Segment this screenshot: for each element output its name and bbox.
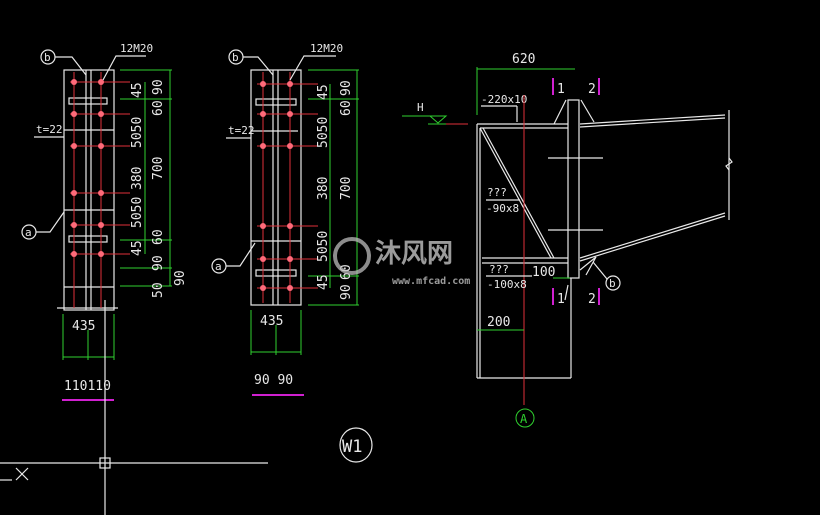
stiffener-label: -90x8 bbox=[486, 202, 519, 215]
dim-text: 45 bbox=[130, 240, 145, 256]
dim-text: 380 bbox=[130, 167, 145, 190]
flange-stiffener bbox=[68, 97, 108, 105]
plate-thickness: t=22 bbox=[228, 124, 255, 137]
callout-b: b bbox=[232, 51, 239, 64]
callout-a: a bbox=[25, 226, 32, 239]
callout-b-circle bbox=[605, 275, 621, 291]
bottom-label: 90 90 bbox=[254, 373, 293, 388]
crosshair-cursor bbox=[0, 300, 268, 515]
section-1-bottom: 1 bbox=[557, 292, 565, 307]
dim-text: 700 bbox=[151, 157, 166, 180]
dim-100: 100 bbox=[532, 265, 555, 280]
width-dims: 435 bbox=[72, 319, 95, 334]
dim-text: 90 bbox=[339, 284, 354, 300]
axis-bubble bbox=[515, 408, 535, 428]
callout-b: b bbox=[44, 51, 51, 64]
flange-stiffener bbox=[68, 235, 108, 243]
top-plate-label: -220x10 bbox=[481, 93, 527, 106]
top-dimension: 620 bbox=[512, 52, 535, 67]
middle-plate-detail: b 12M20 t=22 a 45 5050 380 5050 45 90 60… bbox=[211, 42, 359, 396]
dim-text: 5050 bbox=[316, 117, 331, 148]
width-dims: 435 bbox=[260, 314, 283, 329]
section-marks: 1 2 1 2 bbox=[552, 78, 600, 307]
dim-text: 45 bbox=[130, 82, 145, 98]
watermark-logo: 沐风网 www.mfcad.com bbox=[333, 237, 470, 287]
dim-text: 90 bbox=[151, 255, 166, 271]
dim-text: 90 bbox=[339, 80, 354, 96]
bolt-rows bbox=[257, 81, 318, 291]
dim-text: 45 bbox=[316, 84, 331, 100]
section-1-top: 1 bbox=[557, 82, 565, 97]
bottom-label: 110110 bbox=[64, 379, 111, 394]
dim-text: 45 bbox=[316, 274, 331, 290]
dim-text: 60 bbox=[151, 229, 166, 245]
dim-text: 60 bbox=[151, 100, 166, 116]
dim-text: 90 bbox=[151, 79, 166, 95]
dim-text: 5050 bbox=[130, 197, 145, 228]
stiffener-q: ??? bbox=[487, 186, 507, 199]
drawing-label-circle bbox=[339, 427, 373, 463]
watermark-url: www.mfcad.com bbox=[392, 276, 470, 287]
bolt-spec: 12M20 bbox=[120, 42, 153, 55]
vertical-dimensions: 45 5050 380 5050 45 90 50 90 60 700 60 9… bbox=[120, 69, 188, 298]
dim-text: 50 bbox=[151, 282, 166, 298]
bottom-plate-q: ??? bbox=[489, 263, 509, 276]
dim-200: 200 bbox=[487, 315, 510, 330]
dim-text: 5050 bbox=[130, 117, 145, 148]
end-plate-section bbox=[567, 99, 580, 279]
end-plate bbox=[250, 69, 302, 306]
dim-text: 380 bbox=[316, 177, 331, 200]
section-2-top: 2 bbox=[588, 82, 596, 97]
end-plate bbox=[63, 69, 115, 311]
dim-text: 90 bbox=[173, 270, 188, 286]
connection-elevation: 620 H -220x10 A ??? -90x8 ??? -100x8 100… bbox=[402, 52, 733, 428]
bolt-spec: 12M20 bbox=[310, 42, 343, 55]
flange-stiffener bbox=[255, 269, 297, 277]
dim-text: 5050 bbox=[316, 231, 331, 262]
callout-a: a bbox=[215, 260, 222, 273]
bolt-rows bbox=[70, 79, 130, 257]
section-2-bottom: 2 bbox=[588, 292, 596, 307]
bottom-plate-label: -100x8 bbox=[487, 278, 527, 291]
ucs-icon bbox=[0, 467, 29, 481]
dim-text: 700 bbox=[339, 177, 354, 200]
flange-stiffener bbox=[255, 98, 297, 106]
watermark-text: 沐风网 bbox=[375, 239, 453, 269]
dim-text: 60 bbox=[339, 100, 354, 116]
left-plate-detail: b 12M20 t=22 a 45 5050 380 5050 45 90 50… bbox=[21, 42, 188, 401]
callout-b: b bbox=[609, 277, 616, 290]
axis-label: A bbox=[520, 412, 528, 426]
plate-thickness: t=22 bbox=[36, 123, 63, 136]
level-mark: H bbox=[417, 101, 424, 114]
drawing-label: W1 bbox=[342, 437, 362, 457]
vertical-dimensions: 45 5050 380 5050 45 90 60 700 60 90 bbox=[308, 69, 359, 306]
